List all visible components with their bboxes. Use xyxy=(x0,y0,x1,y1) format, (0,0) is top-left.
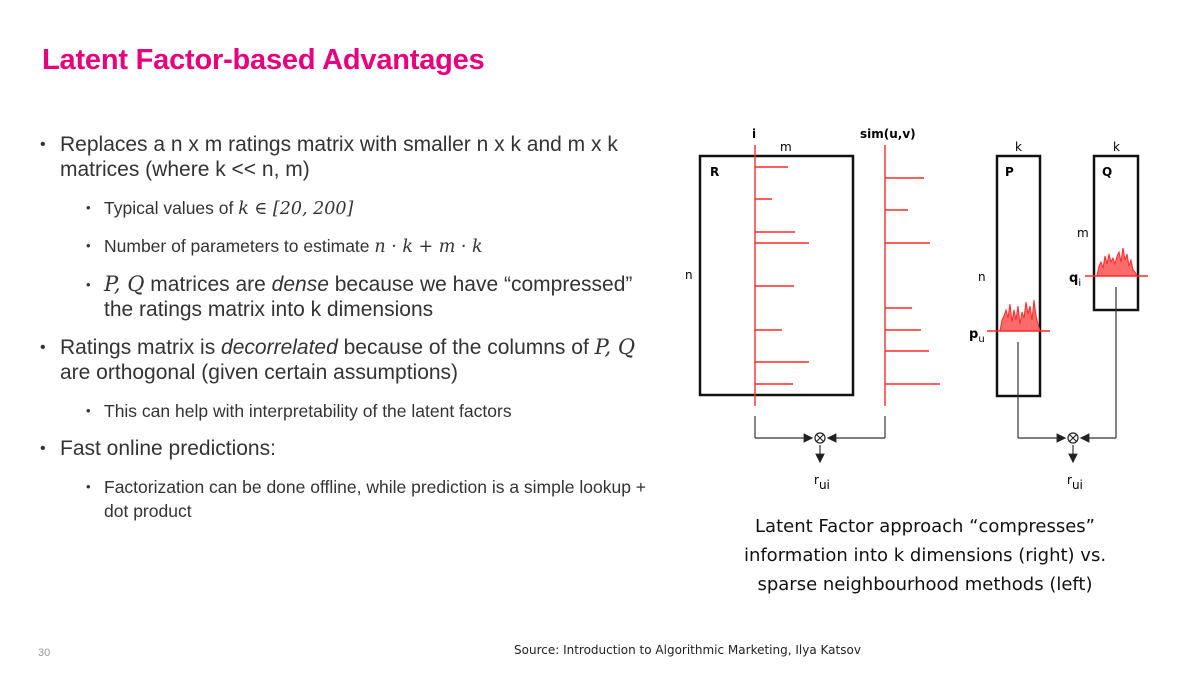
label-p-n: n xyxy=(978,270,986,284)
neighbourhood-diagram: R i m n sim(u,v) xyxy=(685,127,940,492)
sub-bullet-typical-k: Typical values of k ∈ [20, 200] xyxy=(40,196,660,221)
math-param-count: n · k + m · k xyxy=(374,237,483,257)
multiply-icon xyxy=(1067,432,1079,444)
right-connector xyxy=(1017,287,1117,464)
label-m: m xyxy=(780,140,792,154)
matrix-q xyxy=(1092,154,1140,312)
math-k-range: k ∈ [20, 200] xyxy=(238,199,354,219)
label-qi: qi xyxy=(1069,271,1081,289)
source-citation: Source: Introduction to Algorithmic Mark… xyxy=(514,643,861,657)
bullet-replaces-matrix: Replaces a n x m ratings matrix with sma… xyxy=(40,132,660,182)
bullet-decorrelated: Ratings matrix is decorrelated because o… xyxy=(40,335,660,385)
diagram-caption: Latent Factor approach “compresses” info… xyxy=(743,516,1107,595)
page-number: 30 xyxy=(38,647,51,659)
sub-bullet-dense: P, Q matrices are dense because we have … xyxy=(40,272,660,322)
multiply-icon xyxy=(814,432,826,444)
label-q: Q xyxy=(1102,165,1112,179)
qi-factor-profile xyxy=(1096,247,1138,277)
label-r: R xyxy=(710,165,719,179)
label-sim: sim(u,v) xyxy=(860,127,916,141)
bullet-list: Replaces a n x m ratings matrix with sma… xyxy=(40,132,660,536)
label-rui-right: rui xyxy=(1067,473,1083,492)
sub-bullet-interpretability: This can help with interpretability of t… xyxy=(40,399,660,423)
label-i: i xyxy=(752,127,756,141)
sub-bullet-offline: Factorization can be done offline, while… xyxy=(40,475,660,523)
sub-bullet-num-params: Number of parameters to estimate n · k +… xyxy=(40,234,660,259)
column-i-ratings xyxy=(754,145,809,406)
bullet-fast-predictions: Fast online predictions: xyxy=(40,436,660,461)
label-rui-left: rui xyxy=(814,473,830,492)
label-q-k: k xyxy=(1113,140,1120,154)
label-p-k: k xyxy=(1015,140,1022,154)
slide-title: Latent Factor-based Advantages xyxy=(42,44,485,76)
label-q-m: m xyxy=(1077,226,1089,240)
label-p: P xyxy=(1005,165,1014,179)
similarity-weights xyxy=(884,145,940,406)
latent-factor-diagram: P Q k k n m pu qi rui xyxy=(969,140,1148,492)
label-pu: pu xyxy=(969,327,985,345)
pu-factor-profile xyxy=(999,299,1041,332)
matrix-r xyxy=(698,154,855,397)
label-n: n xyxy=(685,268,693,282)
left-connector xyxy=(754,416,886,464)
